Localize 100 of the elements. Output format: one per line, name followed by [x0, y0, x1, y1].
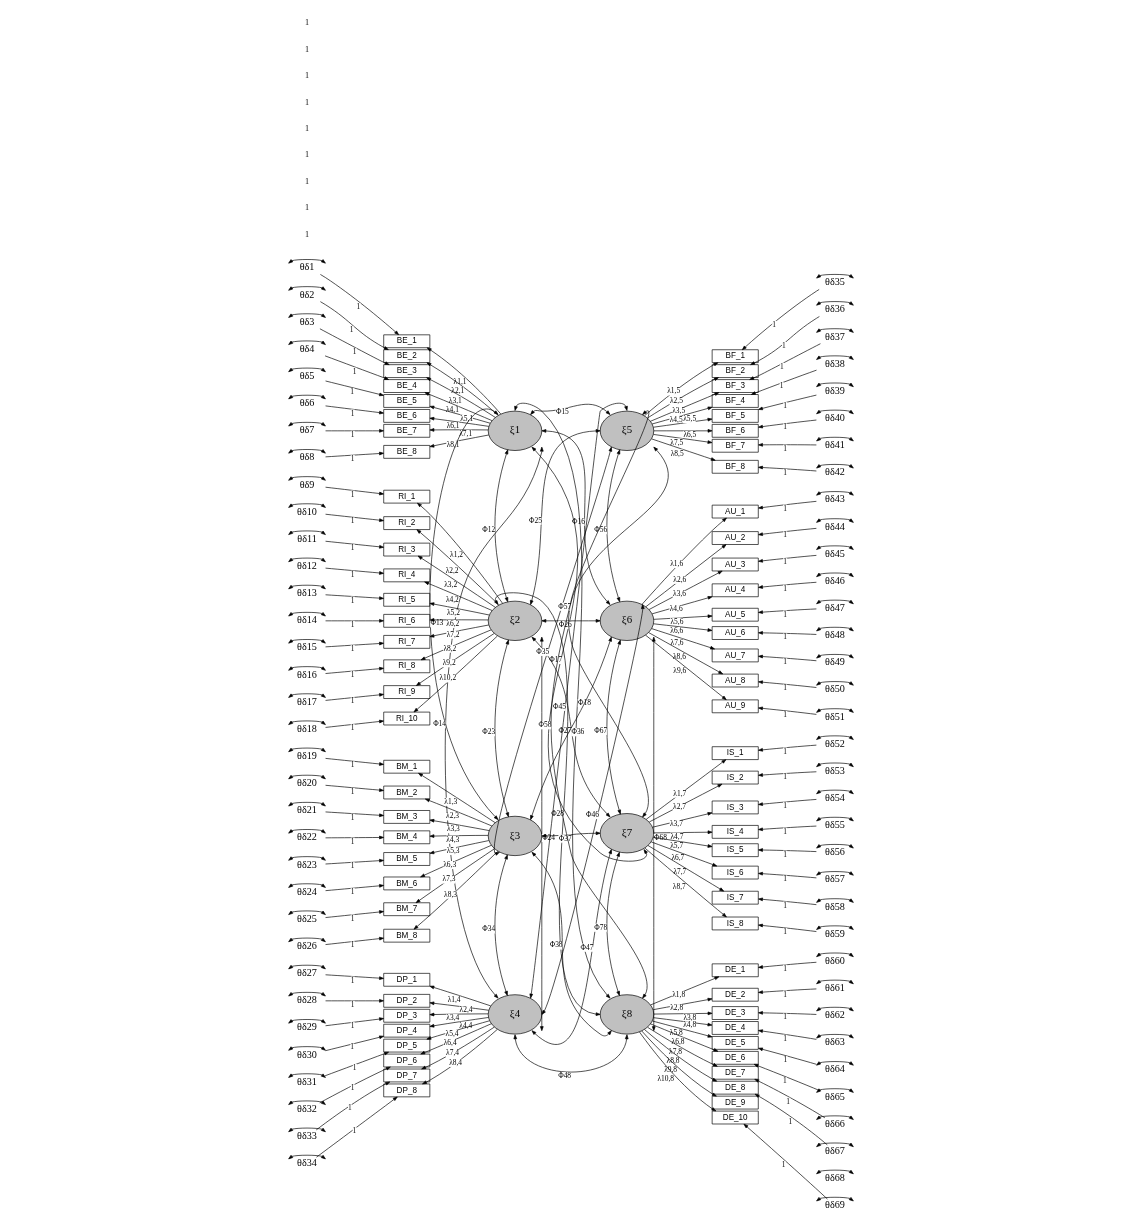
- edge-label: λ5,6: [670, 616, 683, 626]
- arrow: [287, 1073, 326, 1078]
- node-text: θδ4: [299, 342, 314, 354]
- edge-label: 1: [350, 429, 354, 439]
- arrow: [324, 666, 384, 674]
- arrow: [815, 355, 854, 360]
- arrow: [287, 367, 326, 373]
- arrow: [757, 1029, 817, 1040]
- node-text: θδ32: [296, 1102, 317, 1114]
- edge-label: Φ15: [555, 406, 569, 416]
- node-text: θδ50: [824, 683, 845, 695]
- edge-label: 1: [350, 569, 354, 579]
- arrow: [324, 486, 384, 496]
- arrow: [757, 680, 817, 688]
- edge-label: 1: [782, 772, 787, 782]
- arrow: [644, 634, 727, 701]
- edge-label: 1: [782, 709, 787, 719]
- edge-label: 1: [350, 786, 354, 796]
- arrow: [757, 706, 817, 715]
- arrow: [287, 286, 326, 291]
- node-text: θδ60: [824, 954, 845, 966]
- node-text: θδ12: [296, 559, 317, 571]
- node-text: θδ37: [824, 330, 845, 342]
- node-text: θδ35: [824, 276, 845, 288]
- edge-label: λ6,5: [682, 429, 696, 439]
- edge-label: λ2,4: [459, 1005, 473, 1015]
- edge-label: λ5,3: [446, 845, 460, 855]
- arrow: [493, 446, 612, 856]
- edge-label: Φ16: [571, 516, 585, 526]
- edge-label: Φ25: [528, 515, 542, 525]
- edge-label: λ10,2: [438, 673, 456, 683]
- arrow: [324, 758, 384, 766]
- edge-label: 1: [350, 543, 354, 553]
- node-text: θδ21: [296, 804, 317, 816]
- arrow: [652, 434, 712, 444]
- node-text: θδ38: [824, 357, 845, 369]
- edge-label: 1: [350, 1083, 354, 1093]
- arrow: [429, 834, 489, 838]
- node-text: θδ67: [824, 1144, 845, 1156]
- arrow: [815, 599, 854, 605]
- arrow: [494, 449, 508, 603]
- arrow: [429, 428, 489, 432]
- edge-label: Φ35: [535, 646, 549, 656]
- arrow: [287, 557, 326, 563]
- arrow: [606, 639, 621, 815]
- arrow: [815, 681, 854, 686]
- arrow: [287, 829, 326, 834]
- edge-label: λ8,8: [666, 1056, 680, 1066]
- edge-label: λ6,7: [670, 852, 684, 862]
- node-text: θδ9: [299, 478, 314, 490]
- arrow: [324, 858, 384, 865]
- arrow: [757, 501, 817, 510]
- arrow: [815, 979, 854, 985]
- edge-label: λ5,8: [669, 1027, 683, 1037]
- edge-label: 1: [350, 644, 354, 654]
- arrow: [757, 848, 817, 852]
- edge-label: λ4,2: [445, 595, 459, 605]
- edge-label: λ6,6: [669, 626, 683, 636]
- arrow: [652, 830, 712, 834]
- edge-label: λ1,7: [672, 788, 686, 798]
- edge-label: 1: [782, 530, 787, 540]
- edge-label: 1: [782, 422, 787, 432]
- edge-label: 1: [350, 913, 354, 923]
- arrow: [815, 409, 854, 415]
- edge-label: λ5,5: [682, 413, 696, 423]
- edge-label: Φ48: [557, 1071, 571, 1081]
- arrow: [757, 961, 817, 969]
- arrow: [429, 1012, 489, 1017]
- arrow: [757, 897, 817, 905]
- arrow: [324, 513, 384, 522]
- edge-label: 1: [356, 302, 360, 312]
- edge-label: λ4,4: [458, 1020, 472, 1030]
- edge-label: 1: [782, 1055, 787, 1065]
- arrow: [606, 449, 620, 603]
- arrow: [429, 618, 489, 622]
- edge-label: 1: [782, 1012, 787, 1022]
- node-text: θδ58: [824, 900, 845, 912]
- edge-label: 1: [782, 900, 787, 910]
- arrow: [815, 518, 854, 523]
- node-text: θδ41: [824, 439, 845, 451]
- node-text: θδ69: [824, 1199, 845, 1211]
- edge-label: λ5,4: [445, 1028, 458, 1038]
- edge-label: 1: [347, 1103, 352, 1113]
- node-text: θδ49: [824, 656, 845, 668]
- edge-label: Φ14: [432, 719, 446, 729]
- edge-label: λ8,5: [670, 448, 684, 458]
- arrow: [757, 1047, 817, 1065]
- edge-label: λ6,4: [443, 1038, 457, 1048]
- arrow: [652, 623, 712, 632]
- edge-label: λ6,2: [445, 618, 459, 628]
- edge-label: 1: [782, 467, 787, 477]
- edge-label: Φ67: [593, 725, 607, 735]
- edge-label: λ7,7: [672, 867, 686, 877]
- edge-label: 1: [781, 1160, 786, 1170]
- edge-label: 1: [349, 325, 353, 335]
- arrow: [287, 992, 326, 997]
- edge-label: λ1,6: [669, 558, 683, 568]
- node-text: θδ52: [824, 737, 845, 749]
- arrow: [413, 850, 498, 930]
- node-text: θδ61: [824, 981, 845, 993]
